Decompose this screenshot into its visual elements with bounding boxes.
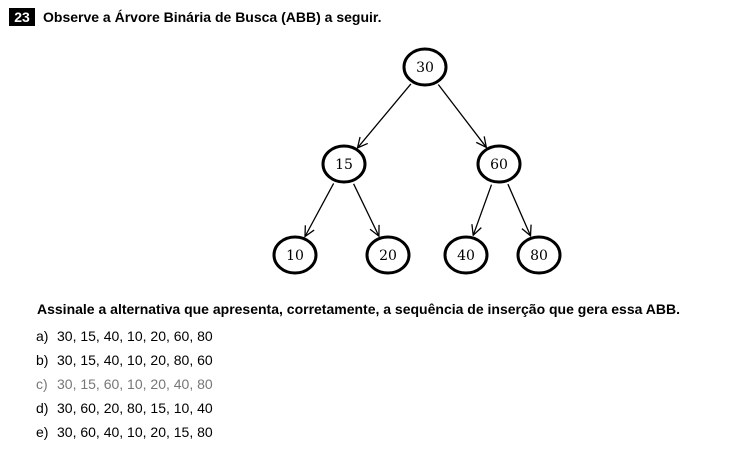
tree-node-label: 60 — [490, 157, 508, 173]
tree-node-label: 40 — [457, 248, 475, 264]
tree-node-circle — [272, 235, 318, 275]
tree-node: 40 — [443, 235, 489, 275]
option-e[interactable]: e) 30, 60, 40, 10, 20, 15, 80 — [36, 420, 213, 444]
tree-edge — [353, 183, 379, 236]
option-text: 30, 60, 20, 80, 15, 10, 40 — [57, 400, 213, 416]
tree-node-circle — [402, 47, 448, 87]
tree-node-circle — [321, 144, 367, 184]
question-number: 23 — [9, 8, 35, 26]
tree-node-circle — [365, 235, 411, 275]
tree-node-circle — [443, 235, 489, 275]
answer-options: a) 30, 15, 40, 10, 20, 60, 80 b) 30, 15, 4… — [36, 324, 213, 444]
option-text: 30, 60, 40, 10, 20, 15, 80 — [57, 424, 213, 440]
tree-node-label: 15 — [335, 157, 353, 173]
option-letter: e) — [36, 424, 49, 440]
tree-edge — [473, 184, 493, 236]
tree-node-label: 20 — [379, 248, 397, 264]
tree-edge — [305, 183, 335, 236]
option-c[interactable]: c) 30, 15, 60, 10, 20, 40, 80 — [36, 372, 213, 396]
option-text: 30, 15, 40, 10, 20, 80, 60 — [57, 352, 213, 368]
tree-node-circle — [476, 144, 522, 184]
option-text: 30, 15, 60, 10, 20, 40, 80 — [57, 376, 213, 392]
tree-node-label: 80 — [530, 248, 548, 264]
tree-edge — [358, 83, 412, 148]
option-d[interactable]: d) 30, 60, 20, 80, 15, 10, 40 — [36, 396, 213, 420]
tree-node-circle — [516, 235, 562, 275]
option-a[interactable]: a) 30, 15, 40, 10, 20, 60, 80 — [36, 324, 213, 348]
tree-node-label: 30 — [416, 60, 434, 76]
tree-node: 80 — [516, 235, 562, 275]
tree-edge — [437, 84, 486, 148]
tree-node: 15 — [321, 144, 367, 184]
option-letter: c) — [36, 376, 48, 392]
tree-node: 20 — [365, 235, 411, 275]
tree-node: 30 — [402, 47, 448, 87]
option-letter: d) — [36, 400, 49, 416]
tree-node-label: 10 — [286, 248, 304, 264]
option-letter: b) — [36, 352, 49, 368]
tree-node: 10 — [272, 235, 318, 275]
question-title: Observe a Árvore Binária de Busca (ABB) … — [43, 9, 382, 25]
option-b[interactable]: b) 30, 15, 40, 10, 20, 80, 60 — [36, 348, 213, 372]
tree-edge — [507, 183, 531, 236]
option-text: 30, 15, 40, 10, 20, 60, 80 — [57, 328, 213, 344]
question-prompt: Assinale a alternativa que apresenta, co… — [37, 301, 680, 317]
tree-node: 60 — [476, 144, 522, 184]
binary-search-tree-diagram: 30 15 60 10 20 40 80 — [272, 47, 562, 275]
option-letter: a) — [36, 328, 49, 344]
